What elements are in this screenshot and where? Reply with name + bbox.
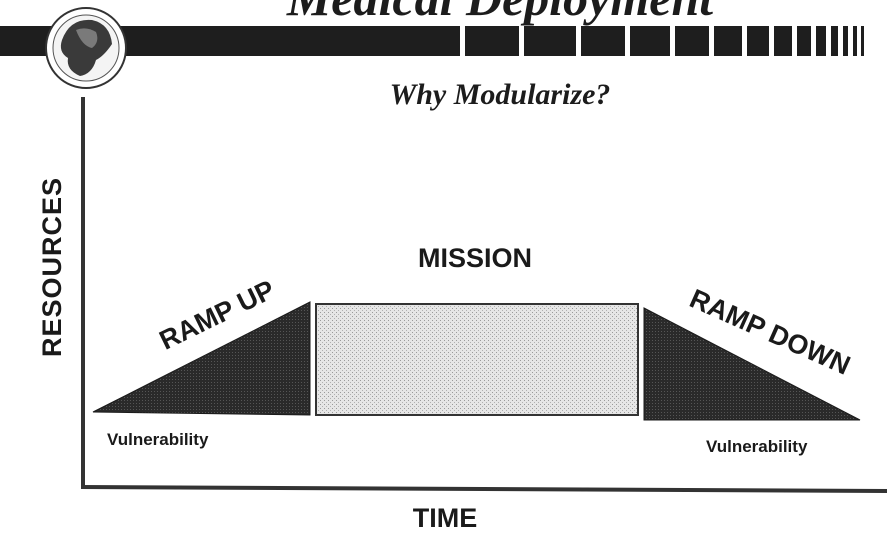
ramp-up-shape — [92, 301, 311, 416]
x-axis-label: TIME — [412, 503, 478, 533]
emblem-logo — [45, 7, 127, 89]
slide-subtitle: Why Modularize? — [389, 78, 611, 111]
mission-label: MISSION — [417, 243, 532, 273]
axes — [80, 97, 887, 493]
vulnerability-left-label: Vulnerability — [107, 430, 209, 449]
header-bar — [0, 26, 864, 56]
ramp-down-shape — [643, 307, 861, 421]
vulnerability-right-label: Vulnerability — [706, 437, 808, 456]
y-axis-label: RESOURCES — [37, 176, 67, 358]
slide-title: Medical Deployment — [150, 0, 850, 28]
mission-shape — [315, 303, 639, 416]
